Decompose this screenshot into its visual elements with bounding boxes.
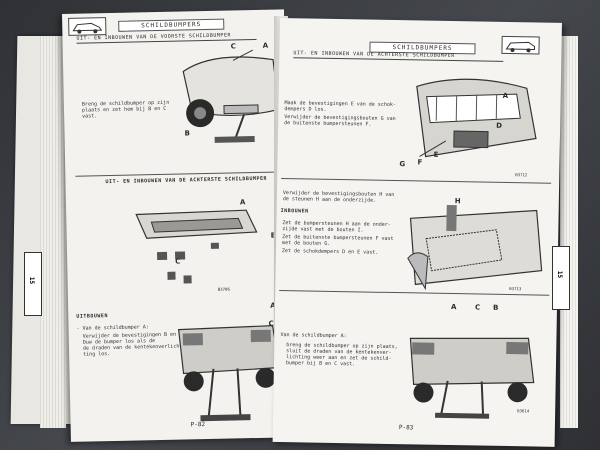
label-a: A <box>262 41 269 50</box>
refit-label-b: B <box>492 303 499 312</box>
mount-label-f: F <box>417 158 423 167</box>
exploded-label-c: C <box>175 257 181 266</box>
right-page-stack <box>560 36 578 428</box>
rear-bumper-mount-diagram <box>416 78 537 158</box>
rear-bumper-exploded <box>135 209 258 284</box>
uitbouwen-intro: - Van de schildbumper A: <box>76 324 149 332</box>
inbouwen-line-2: zijde vast met de bouten I. <box>282 226 364 234</box>
left-fig-number: B3706 <box>217 286 230 292</box>
mount-label-a: A <box>502 91 509 100</box>
label-c: C <box>230 42 236 51</box>
left-header-banner: SCHILDBUMPERS <box>118 18 225 32</box>
right-fig-2: B3713 <box>509 286 522 292</box>
bumper-refit-diagram <box>409 337 535 419</box>
right-section-tab: 15 <box>552 246 570 310</box>
bottom-line-4: bumper bij B en C vast. <box>285 360 356 368</box>
right-page: SCHILDBUMPERS UIT- EN INBOUWEN VAN DE AC… <box>272 18 562 447</box>
refit-label-a: A <box>450 303 457 312</box>
right-page-number: P-83 <box>398 424 414 432</box>
underbody-bracket-diagram <box>407 204 543 291</box>
left-tab-number: 15 <box>28 276 36 285</box>
uitbouwen-title: UITBOUWEN <box>76 313 108 320</box>
top-line-4: de buitenste bumpersteunen F. <box>284 120 372 128</box>
right-fig-1: B3712 <box>515 172 528 178</box>
left-page-stack <box>40 36 66 428</box>
mount-label-g: G <box>399 160 406 169</box>
mount-label-e: E <box>433 150 439 159</box>
mount-label-d: D <box>496 121 503 130</box>
right-tab-number: 15 <box>556 270 564 279</box>
left-section-title: UIT- EN INBOUWEN VAN DE ACHTERSTE SCHILD… <box>105 175 268 186</box>
left-page-number: P-82 <box>190 421 206 429</box>
car-rear-icon <box>501 35 540 55</box>
label-b: B <box>184 129 190 138</box>
front-bumper-diagram <box>182 49 280 143</box>
car-front-icon <box>68 17 107 36</box>
left-section-tab: 15 <box>24 252 42 316</box>
right-fig-3: B3614 <box>517 408 530 414</box>
bottom-intro: Van de schildbumper A: <box>280 332 347 340</box>
inbouwen-line-5: Zet de schokdempers D en E vast. <box>281 248 379 256</box>
mid-line-2: de steunen H aan de onderzijde. <box>282 196 377 204</box>
bottom-label-c: C <box>268 319 274 328</box>
left-step-text: Breng de schildbumper op zijn plaats en … <box>81 99 170 120</box>
rear-car-jack-diagram <box>177 325 281 422</box>
bracket-label-h: H <box>454 197 461 206</box>
refit-label-c: C <box>474 303 481 312</box>
uitbouwen-line-4: ting los. <box>83 351 111 358</box>
top-line-2: dempers D los. <box>284 106 327 113</box>
inbouwen-line-4: met de bouten G. <box>282 240 331 247</box>
exploded-label-a: A <box>239 198 246 207</box>
inbouwen-title: INBOUWEN <box>280 208 309 215</box>
left-page: SCHILDBUMPERS UIT- EN INBOUWEN VAN DE VO… <box>62 9 293 442</box>
